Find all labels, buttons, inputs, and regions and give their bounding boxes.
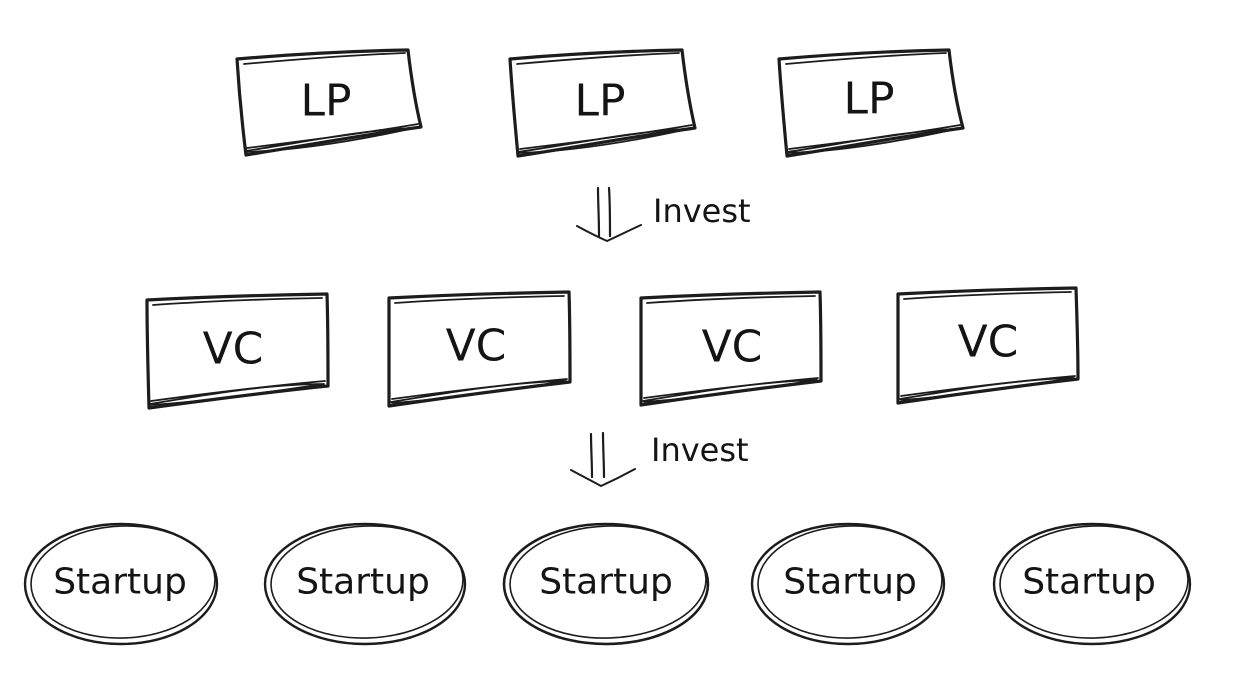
- vc-node-4-label: VC: [958, 317, 1019, 368]
- startup-node-2-label: Startup: [296, 562, 430, 603]
- startup-node-4-label: Startup: [783, 562, 917, 603]
- vc-node-4: VC: [896, 286, 1080, 405]
- startup-node-1: Startup: [23, 522, 219, 646]
- vc-node-1-label: VC: [203, 324, 264, 375]
- edge-lp-to-vc-label: Invest: [653, 192, 751, 230]
- startup-node-5: Startup: [992, 522, 1192, 646]
- vc-node-1: VC: [145, 292, 330, 410]
- startup-node-3: Startup: [502, 522, 710, 646]
- vc-node-2: VC: [387, 290, 572, 408]
- edge-vc-to-startup-label: Invest: [651, 431, 749, 469]
- lp-node-3: LP: [777, 48, 965, 158]
- edge-lp-to-vc: Invest: [576, 186, 751, 242]
- lp-tier: LP LP LP: [235, 48, 965, 158]
- lp-node-1: LP: [235, 48, 423, 157]
- startup-node-1-label: Startup: [53, 562, 187, 603]
- startup-tier: Startup Startup Startup Startup Startup: [23, 522, 1192, 646]
- double-arrow-down-icon: [576, 186, 642, 242]
- startup-node-3-label: Startup: [539, 562, 673, 603]
- vc-node-2-label: VC: [446, 321, 507, 372]
- vc-node-3-label: VC: [702, 322, 763, 373]
- double-arrow-down-icon: [570, 431, 636, 487]
- lp-node-2-label: LP: [574, 76, 625, 127]
- startup-node-5-label: Startup: [1022, 562, 1156, 603]
- lp-node-3-label: LP: [843, 74, 894, 125]
- lp-node-2: LP: [508, 48, 697, 158]
- startup-node-2: Startup: [263, 522, 467, 646]
- startup-node-4: Startup: [750, 522, 946, 646]
- vc-node-3: VC: [639, 290, 823, 407]
- vc-tier: VC VC VC VC: [145, 286, 1080, 410]
- lp-node-1-label: LP: [300, 76, 351, 127]
- edge-vc-to-startup: Invest: [570, 431, 749, 487]
